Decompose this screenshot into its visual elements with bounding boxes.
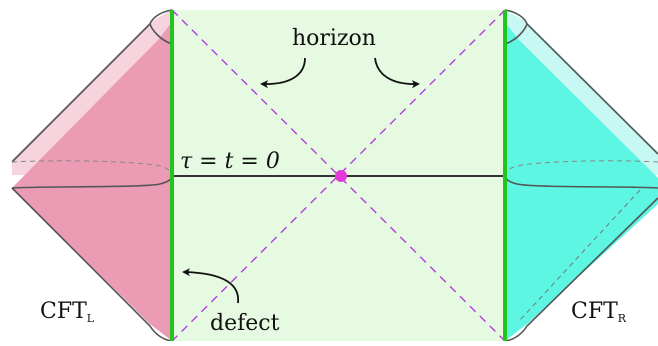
cft-right-label: CFTR [571,299,627,325]
left-cft-wedge [11,9,173,342]
cft-left-main: CFT [40,299,87,324]
time-slice-label: τ = t = 0 [180,149,280,174]
cft-left-label: CFTL [40,299,95,325]
defect-label: defect [210,311,280,336]
horizon-arrow-left [260,57,306,89]
defect-arrow [182,268,239,304]
cft-right-main: CFT [571,299,618,324]
right-wedge-front [505,22,658,341]
cft-left-subscript: L [87,312,95,325]
cft-right-subscript: R [618,312,627,325]
horizon-label: horizon [292,26,376,51]
right-wedge-inner-dashed [519,189,641,321]
left-wedge-outline-bottom [11,187,173,342]
right-wedge-outline-bottom [504,197,658,342]
left-wedge-front [12,22,172,341]
left-slice-rim-dashed [11,160,173,177]
right-wedge-outline-top [504,9,658,155]
left-wedge-outline-top [11,9,173,163]
right-cft-wedge [504,9,658,342]
bifurcation-point [335,170,347,182]
horizon-arrow-right [374,57,420,89]
